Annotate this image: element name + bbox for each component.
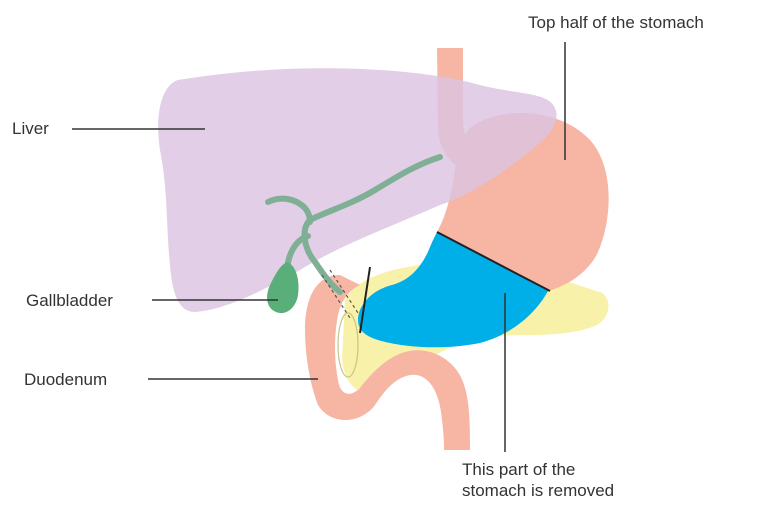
removed-part-label: This part of the stomach is removed bbox=[462, 459, 614, 501]
removed-part-label-line1: This part of the bbox=[462, 459, 614, 480]
duodenum-label: Duodenum bbox=[24, 369, 107, 390]
top-half-stomach-label: Top half of the stomach bbox=[528, 12, 704, 33]
removed-part-label-line2: stomach is removed bbox=[462, 480, 614, 501]
liver-label: Liver bbox=[12, 118, 49, 139]
gallbladder-label: Gallbladder bbox=[26, 290, 113, 311]
